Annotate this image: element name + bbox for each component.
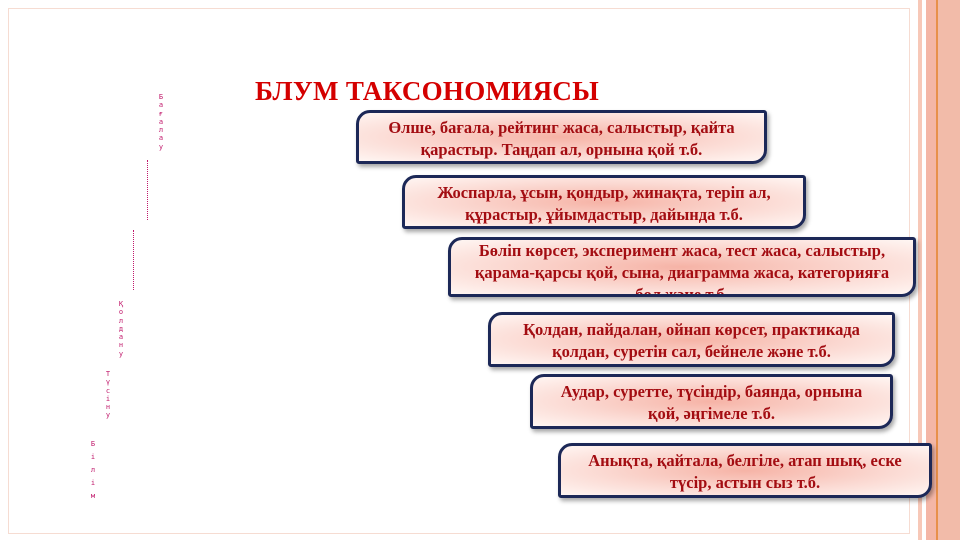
synthesis-box: Жоспарла, ұсын, қондыр, жинақта, теріп а… [402, 175, 806, 229]
decor-stripe [938, 0, 960, 540]
level-label-analysis [133, 230, 135, 290]
analysis-box: Бөліп көрсет, эксперимент жаса, тест жас… [448, 237, 916, 297]
level-label-application: Қолдану [118, 300, 124, 358]
level-label-synthesis [147, 160, 149, 220]
knowledge-box: Анықта, қайтала, белгіле, атап шық, еске… [558, 443, 932, 498]
evaluation-box: Өлше, бағала, рейтинг жаса, салыстыр, қа… [356, 110, 767, 164]
decor-stripe [936, 0, 938, 540]
application-box: Қолдан, пайдалан, ойнап көрсет, практика… [488, 312, 895, 367]
decor-stripe [918, 0, 922, 540]
level-label-evaluation: Бағалау [158, 93, 164, 151]
decor-stripe [926, 0, 936, 540]
level-label-knowledge: Білім [90, 440, 96, 500]
comprehension-box: Аудар, суретте, түсіндір, баянда, орнына… [530, 374, 893, 429]
level-label-comprehension: Түсіну [105, 370, 111, 420]
slide-title: БЛУМ ТАКСОНОМИЯСЫ [255, 76, 600, 106]
